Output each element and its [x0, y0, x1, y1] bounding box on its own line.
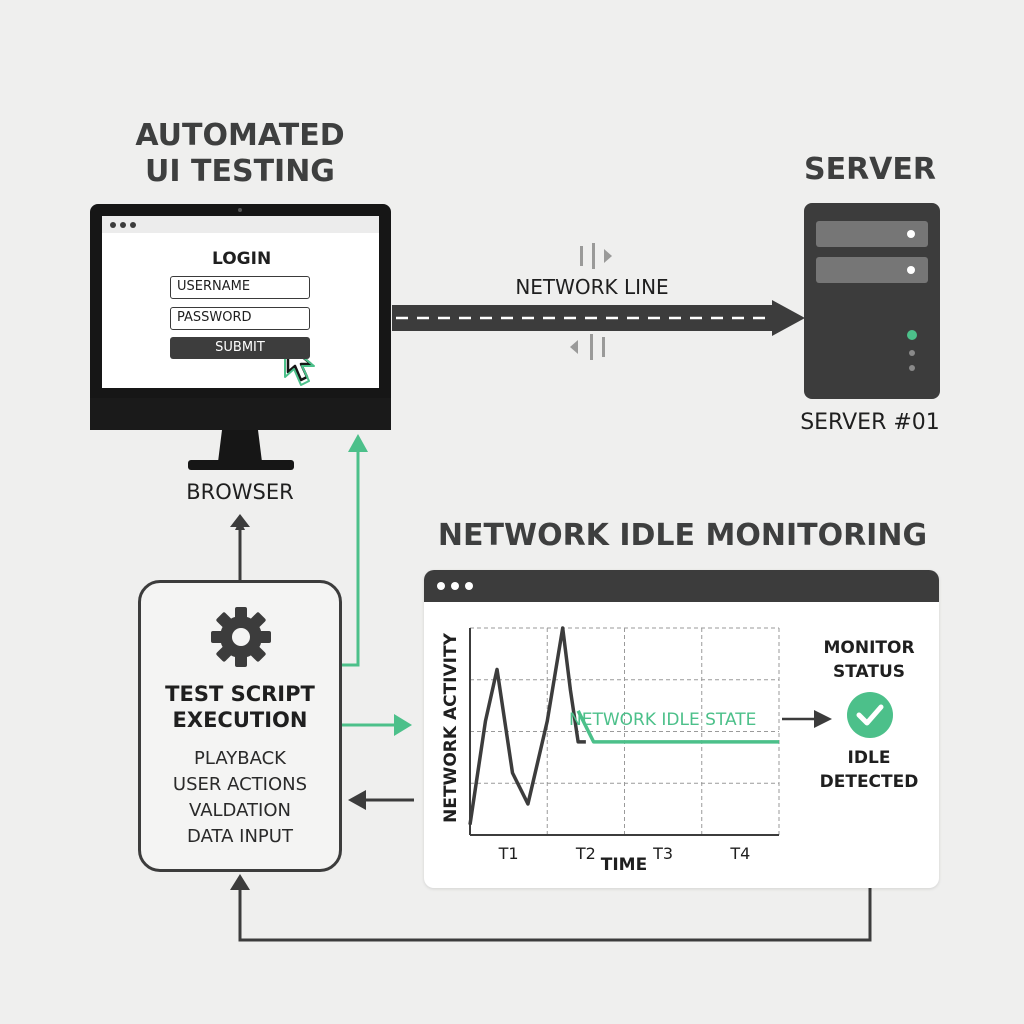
- signal-in-icon: [570, 334, 605, 360]
- monitor-status-title-line-2: STATUS: [832, 662, 905, 682]
- signal-out-icon: [580, 243, 612, 269]
- chart-x-axis-label: TIME: [601, 855, 647, 875]
- script-item-validation: VALDATION: [189, 800, 291, 821]
- window-dot-icon: [130, 222, 136, 228]
- monitor-status-title-line-1: MONITOR: [823, 638, 915, 658]
- x-tick-label: T3: [652, 844, 673, 863]
- submit-button[interactable]: SUBMIT: [170, 337, 310, 359]
- idle-detected-line-2: DETECTED: [819, 772, 919, 792]
- script-item-user-actions: USER ACTIONS: [172, 774, 308, 795]
- script-item-data-input: DATA INPUT: [187, 826, 293, 847]
- test-script-box: TEST SCRIPT EXECUTION PLAYBACK USER ACTI…: [138, 580, 342, 872]
- x-tick-label: T2: [575, 844, 596, 863]
- gear-icon: [211, 607, 271, 667]
- idle-state-annotation: NETWORK IDLE STATE: [569, 710, 756, 730]
- browser-monitor: [90, 204, 391, 470]
- monitor-status-title: MONITOR STATUS: [802, 636, 936, 684]
- page-title: AUTOMATED UI TESTING: [110, 118, 370, 190]
- idle-detected-status: IDLE DETECTED: [802, 746, 936, 794]
- chart-ticks: T1 T2 T3 T4: [498, 844, 751, 863]
- chart-grid: [469, 627, 780, 836]
- title-line-2: UI TESTING: [145, 154, 335, 189]
- chart-y-axis-label: NETWORK ACTIVITY: [441, 632, 461, 822]
- script-title-line-2: EXECUTION: [172, 708, 308, 732]
- server-caption: SERVER #01: [800, 410, 940, 435]
- panel-titlebar: [424, 570, 939, 602]
- title-line-1: AUTOMATED: [135, 118, 345, 153]
- series-line-0: [468, 626, 586, 825]
- network-line-label: NETWORK LINE: [515, 275, 669, 299]
- x-tick-label: T1: [498, 844, 519, 863]
- browser-caption: BROWSER: [186, 480, 294, 504]
- script-item-playback: PLAYBACK: [194, 748, 286, 769]
- chart-axes: [469, 628, 779, 836]
- username-field[interactable]: USERNAME: [170, 276, 310, 299]
- x-tick-label: T4: [729, 844, 750, 863]
- status-led-icon: [907, 330, 917, 340]
- window-controls-icon: [437, 582, 473, 590]
- script-title: TEST SCRIPT EXECUTION: [141, 681, 339, 733]
- script-title-line-1: TEST SCRIPT: [165, 682, 315, 706]
- login-title: LOGIN: [212, 249, 272, 269]
- monitoring-panel: T1 T2 T3 T4 NETWORK ACTIVITY TIME NETWORK I…: [424, 570, 939, 888]
- check-circle-icon: [847, 692, 893, 738]
- server-title: SERVER: [803, 152, 936, 187]
- script-items: PLAYBACK USER ACTIONS VALDATION DATA INP…: [141, 746, 339, 850]
- series-line-1: [576, 710, 779, 744]
- chart-series: [468, 626, 779, 825]
- idle-detected-line-1: IDLE: [847, 748, 891, 768]
- password-field[interactable]: PASSWORD: [170, 307, 310, 330]
- network-line: [392, 300, 805, 336]
- network-activity-chart: T1 T2 T3 T4 NETWORK ACTIVITY TIME NETWORK I…: [441, 626, 832, 875]
- monitoring-title: NETWORK IDLE MONITORING: [437, 518, 928, 553]
- server-tower: [804, 203, 940, 399]
- window-dot-icon: [110, 222, 116, 228]
- window-dot-icon: [120, 222, 126, 228]
